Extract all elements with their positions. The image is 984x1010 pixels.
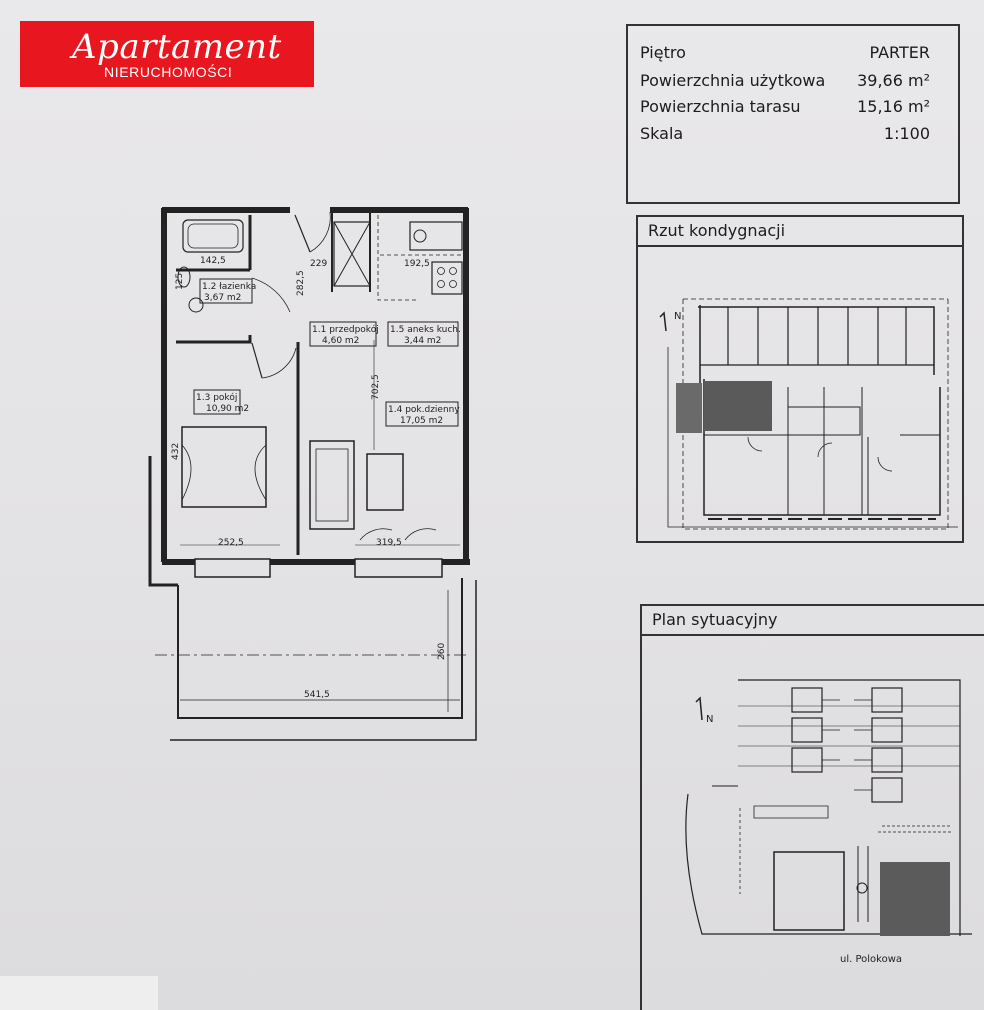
site-plan-drawing: N ul. Polokowa — [685, 679, 972, 965]
street-name: ul. Polokowa — [840, 954, 902, 965]
room-bathroom-area: 3,67 m2 — [204, 293, 241, 303]
room-bedroom-area: 10,90 m2 — [206, 404, 249, 414]
floor-overview-panel: Rzut kondygnacji N — [636, 215, 964, 543]
apartment-info-box: Piętro PARTER Powierzchnia użytkowa 39,6… — [626, 24, 960, 204]
dim-label: 125 — [175, 273, 185, 290]
north-arrow: N — [674, 311, 681, 322]
highlighted-building — [880, 862, 950, 936]
dim-label: 252,5 — [218, 538, 244, 548]
highlighted-terrace — [676, 383, 702, 433]
dim-label: 282,5 — [296, 270, 306, 296]
dim-label: 142,5 — [200, 256, 226, 266]
dim-label: 702,5 — [371, 374, 381, 400]
site-plan-panel: Plan sytuacyjny — [640, 604, 984, 1010]
room-bedroom-label: 1.3 pokój — [196, 392, 237, 403]
floor-overview-title: Rzut kondygnacji — [648, 221, 786, 240]
room-hall-area: 4,60 m2 — [322, 336, 359, 346]
dim-label: 192,5 — [404, 259, 430, 269]
room-kitchenette-label: 1.5 aneks kuch. — [390, 325, 461, 335]
page-corner-mark — [0, 976, 158, 1010]
dim-label: 319,5 — [376, 538, 402, 548]
room-living-area: 17,05 m2 — [400, 416, 443, 426]
dim-label: 541,5 — [304, 690, 330, 700]
apartment-floor-plan: 1.2 łazienka 3,67 m2 1.1 przedpokój 4,60… — [148, 207, 477, 741]
dim-label: 432 — [171, 443, 181, 460]
floor-overview-drawing: N — [659, 298, 958, 530]
room-hall-label: 1.1 przedpokój — [312, 324, 379, 335]
divider — [638, 245, 962, 247]
north-arrow: N — [706, 714, 713, 725]
info-row-terrace-area: Powierzchnia tarasu 15,16 m² — [640, 97, 930, 116]
company-logo: Apartament NIERUCHOMOŚCI — [20, 21, 314, 87]
site-plan-title: Plan sytuacyjny — [652, 610, 778, 629]
room-bathroom-label: 1.2 łazienka — [202, 282, 256, 292]
info-row-scale: Skala 1:100 — [640, 124, 930, 143]
logo-subtitle: NIERUCHOMOŚCI — [104, 64, 233, 80]
logo-script: Apartament — [72, 27, 282, 67]
info-row-usable-area: Powierzchnia użytkowa 39,66 m² — [640, 71, 930, 90]
room-living-label: 1.4 pok.dzienny — [388, 405, 460, 415]
dim-label: 229 — [310, 259, 327, 269]
divider — [642, 634, 984, 636]
dim-label: 260 — [437, 643, 447, 660]
room-kitchenette-area: 3,44 m2 — [404, 336, 441, 346]
highlighted-apartment — [704, 381, 772, 431]
info-row-floor: Piętro PARTER — [640, 43, 930, 62]
